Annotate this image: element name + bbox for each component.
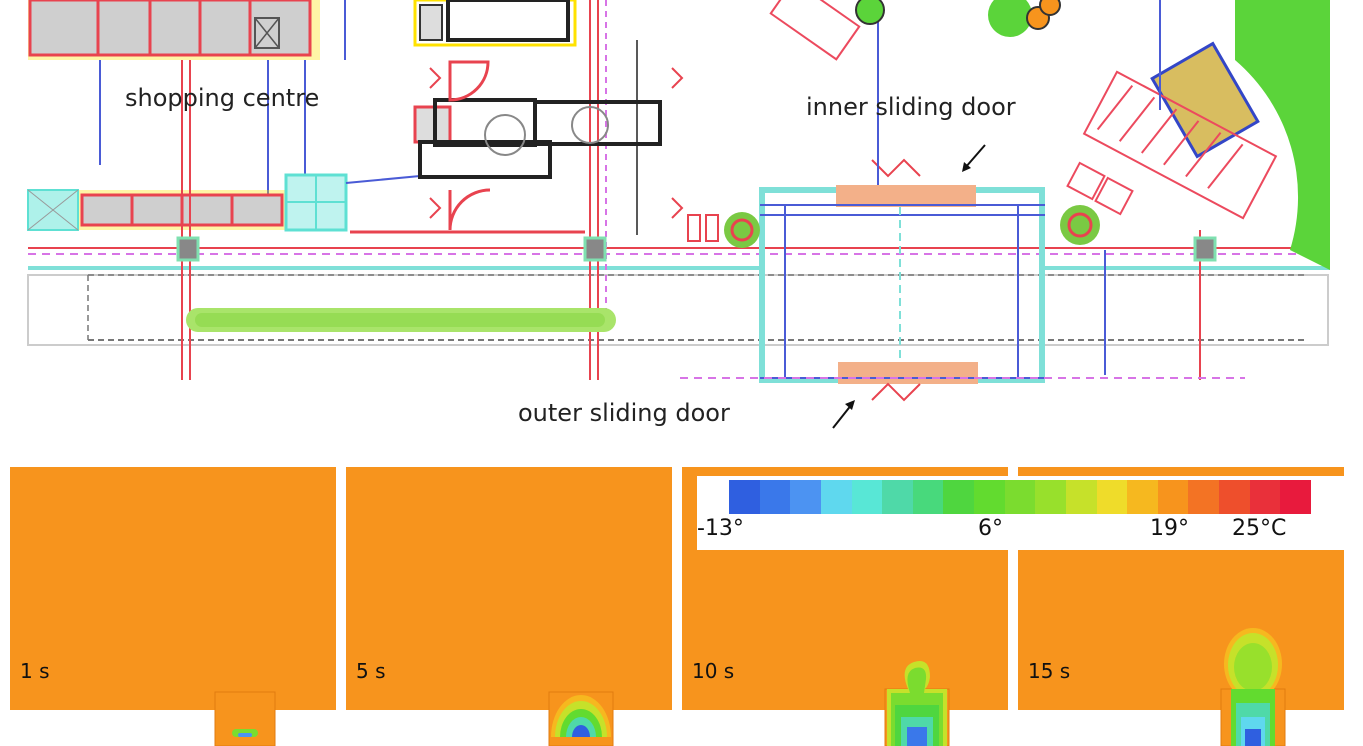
- shop-unit-bottom-left: [27, 173, 348, 232]
- colorbar-swatch-13: [1127, 480, 1158, 514]
- floor-plan: [27, 0, 1330, 429]
- outer-sliding-door-label: outer sliding door: [518, 399, 730, 427]
- colorbar-swatch-14: [1157, 480, 1189, 514]
- colorbar-swatch-12: [1096, 480, 1128, 514]
- colorbar-tick-high: 19°: [1150, 516, 1189, 541]
- temperature-colorbar: -13° 6° 19° 25°C: [697, 476, 1345, 550]
- shop-unit-top-left: [28, 0, 320, 60]
- simulation-panel-1s: 1 s: [10, 467, 336, 746]
- time-label: 10 s: [692, 659, 735, 683]
- colorbar-tick-max: 25°C: [1232, 516, 1287, 541]
- colorbar-swatch-17: [1249, 480, 1281, 514]
- vestibule: [680, 0, 1245, 402]
- right-building-area: [769, 0, 1330, 270]
- colorbar-swatch-6: [912, 480, 944, 514]
- kitchen-block: [413, 0, 684, 235]
- colorbar-swatch-11: [1065, 480, 1097, 514]
- colorbar-gradient: [729, 480, 1311, 514]
- colorbar-swatch-18: [1280, 480, 1311, 514]
- tree-right: [1060, 205, 1100, 245]
- time-label: 15 s: [1028, 659, 1071, 683]
- colorbar-swatch-16: [1219, 480, 1250, 514]
- colorbar-swatch-8: [974, 480, 1005, 514]
- colorbar-swatch-1: [759, 480, 791, 514]
- colorbar-swatch-15: [1188, 480, 1219, 514]
- colorbar-tick-min: -13°: [697, 516, 744, 541]
- time-label: 5 s: [356, 659, 386, 683]
- time-label: 1 s: [20, 659, 50, 683]
- colorbar-swatch-0: [729, 480, 760, 514]
- colorbar-tick-mid: 6°: [978, 516, 1003, 541]
- colorbar-swatch-3: [820, 480, 852, 514]
- shopping-centre-label: shopping centre: [125, 84, 320, 112]
- colorbar-swatch-10: [1035, 480, 1066, 514]
- colorbar-swatch-5: [882, 480, 913, 514]
- inner-sliding-door-label: inner sliding door: [806, 93, 1016, 121]
- colorbar-swatch-9: [1004, 480, 1036, 514]
- hedge: [186, 308, 616, 332]
- colorbar-swatch-7: [943, 480, 974, 514]
- tree-left: [687, 212, 760, 248]
- simulation-panel-5s: 5 s: [346, 467, 672, 746]
- colorbar-swatch-2: [790, 480, 821, 514]
- colorbar-swatch-4: [851, 480, 883, 514]
